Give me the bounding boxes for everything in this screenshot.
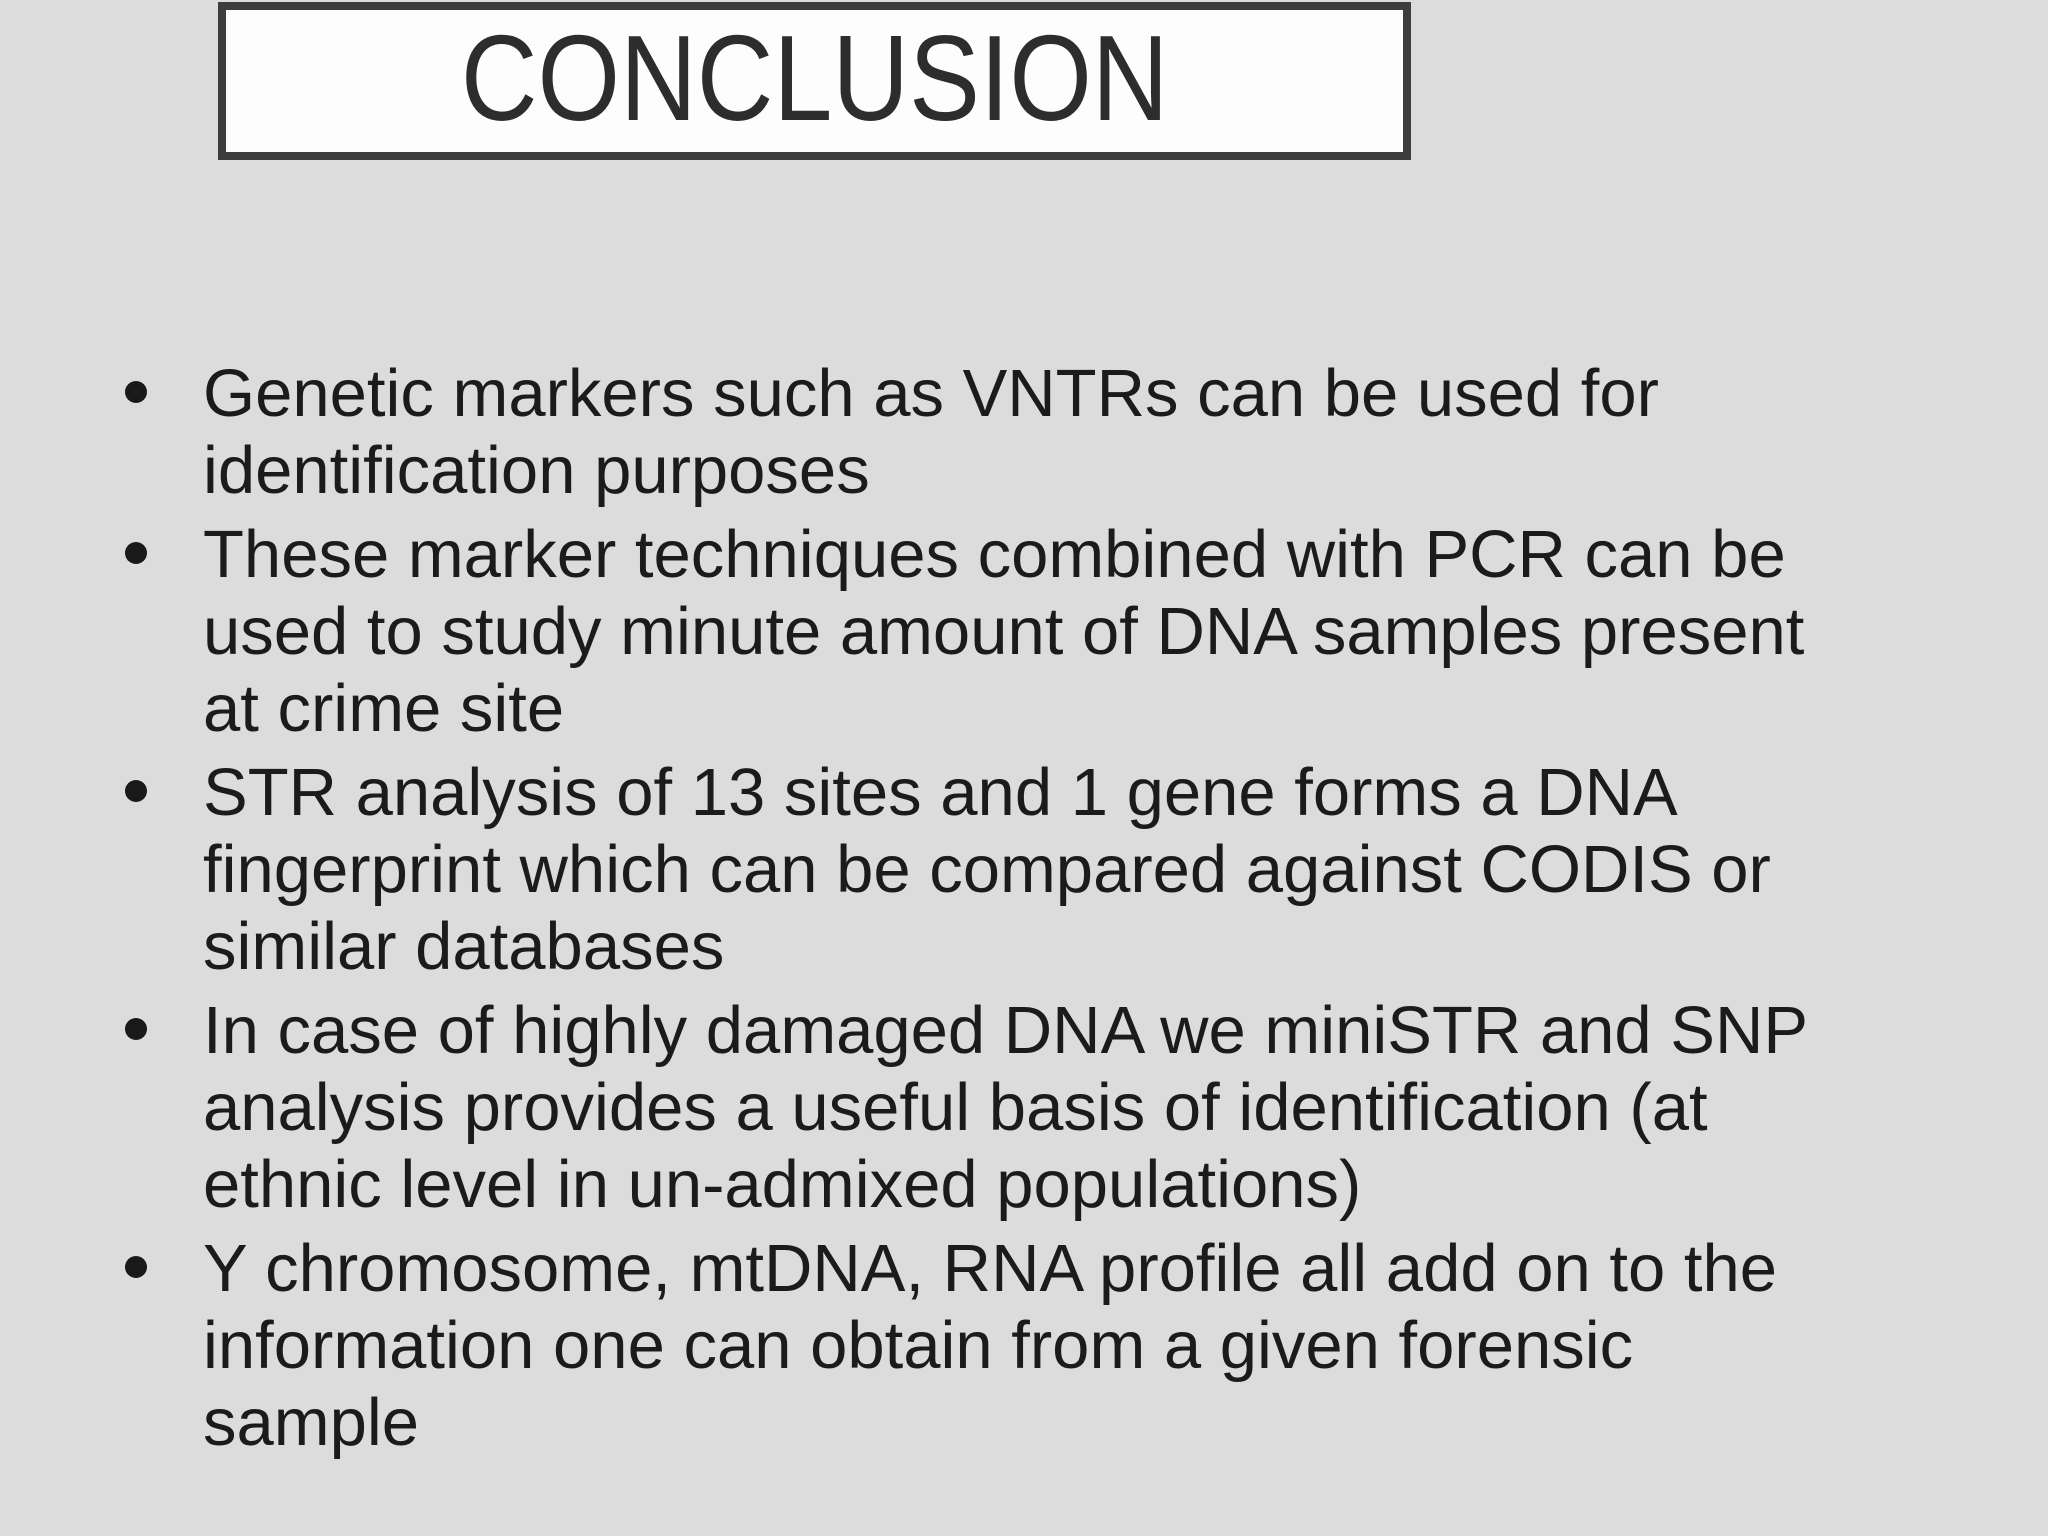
bullet-icon [125, 1018, 147, 1040]
bullet-item: These marker techniques combined with PC… [125, 516, 2005, 747]
bullet-icon [125, 542, 147, 564]
bullet-icon [125, 1256, 147, 1278]
bullet-item: In case of highly damaged DNA we miniSTR… [125, 992, 2005, 1223]
bullet-item: Genetic markers such as VNTRs can be use… [125, 355, 2005, 509]
bullet-item: Y chromosome, mtDNA, RNA profile all add… [125, 1230, 2005, 1461]
bullet-text: STR analysis of 13 sites and 1 gene form… [203, 755, 1771, 984]
bullet-text: Y chromosome, mtDNA, RNA profile all add… [203, 1231, 1777, 1460]
slide-title: CONCLUSION [460, 10, 1169, 146]
bullet-text: In case of highly damaged DNA we miniSTR… [203, 993, 1809, 1222]
bullet-text: Genetic markers such as VNTRs can be use… [203, 356, 1659, 508]
bullet-icon [125, 381, 147, 403]
bullet-list: Genetic markers such as VNTRs can be use… [125, 355, 2005, 1461]
bullet-text: These marker techniques combined with PC… [203, 517, 1805, 746]
title-box: CONCLUSION [218, 2, 1411, 160]
bullet-icon [125, 780, 147, 802]
bullet-item: STR analysis of 13 sites and 1 gene form… [125, 754, 2005, 985]
